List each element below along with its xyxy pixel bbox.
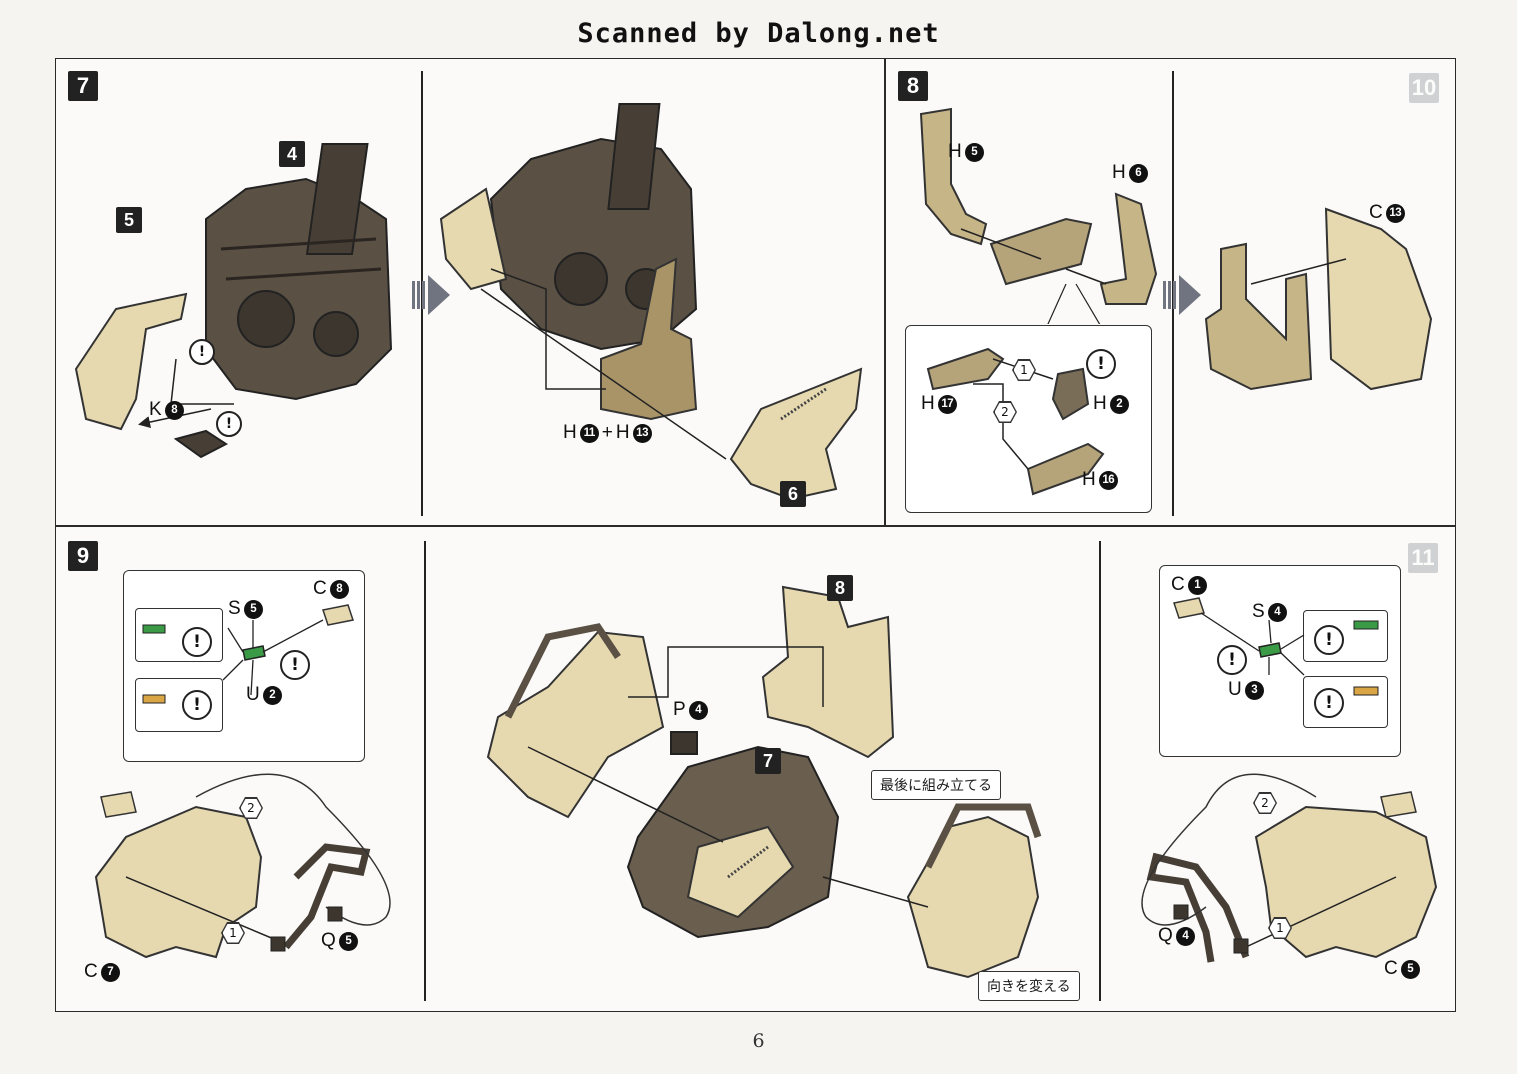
step-9-right-detail-illustration xyxy=(1173,597,1379,696)
note-change-direction: 向きを変える xyxy=(978,971,1080,1001)
part-label-h5: H 5 xyxy=(948,141,984,163)
order-step-1-icon: 1 xyxy=(221,922,245,944)
green-stripe-callout xyxy=(135,608,223,662)
step-7-right-illustration xyxy=(439,103,863,501)
step-8-right-illustration xyxy=(1204,207,1433,391)
part-label-p4: P 4 xyxy=(673,699,708,721)
order-step-1-icon: 1 xyxy=(1012,359,1036,381)
step-9-divider-left xyxy=(424,541,426,1001)
page-number: 6 xyxy=(752,1030,765,1052)
assembly-6-badge: 6 xyxy=(780,481,806,507)
assembly-8-badge: 8 xyxy=(827,575,853,601)
scanner-watermark: Scanned by Dalong.net xyxy=(577,18,940,49)
step-7-left-illustration xyxy=(74,143,393,459)
warning-icon: ! xyxy=(280,650,310,680)
warning-icon: ! xyxy=(1314,688,1344,718)
part-label-q5: Q 5 xyxy=(321,930,358,952)
part-label-h17: H 17 xyxy=(921,393,957,415)
warning-icon: ! xyxy=(1086,349,1116,379)
part-label-h6: H 6 xyxy=(1112,162,1148,184)
step-9-middle-illustration xyxy=(486,585,1042,979)
step-7-panel: 7 4 5 K 8 ! ! xyxy=(55,58,885,526)
note-assemble-last: 最後に組み立てる xyxy=(871,770,1001,800)
step-8-detail-illustration xyxy=(926,347,1105,496)
next-arrow-bar xyxy=(1163,281,1177,309)
step-9-left-detail-illustration xyxy=(142,604,354,704)
ghost-step-10-badge: 10 xyxy=(1409,73,1439,103)
next-arrow-icon xyxy=(1179,275,1201,315)
part-label-h16: H 16 xyxy=(1082,469,1118,491)
part-label-c8: C 8 xyxy=(313,578,349,600)
part-label-c13: C 13 xyxy=(1369,202,1405,224)
order-step-2-icon: 2 xyxy=(1253,792,1277,814)
step-8-panel: 8 10 H 5 H 6 1 2 ! H 17 H 2 H 16 xyxy=(885,58,1456,526)
step-9-left-illustration xyxy=(94,773,391,959)
assembly-5-badge: 5 xyxy=(116,207,142,233)
warning-icon: ! xyxy=(182,690,212,720)
step-8-badge: 8 xyxy=(898,71,928,101)
part-label-c5: C 5 xyxy=(1384,958,1420,980)
step-9-divider-right xyxy=(1099,541,1101,1001)
step-9-panel: 9 11 ! ! ! S 5 C 8 U 2 2 1 C xyxy=(55,526,1456,1012)
step-8-left-illustration xyxy=(919,107,1158,324)
part-label-k8: K 8 xyxy=(149,399,184,421)
step-9-right-illustration xyxy=(1141,773,1438,963)
part-label-h11-h13: H 11 + H 13 xyxy=(563,422,652,444)
warning-icon: ! xyxy=(1217,645,1247,675)
part-label-s5: S 5 xyxy=(228,598,263,620)
warning-icon: ! xyxy=(1314,625,1344,655)
part-label-u2: U 2 xyxy=(246,684,282,706)
part-label-u3: U 3 xyxy=(1228,679,1264,701)
order-step-2-icon: 2 xyxy=(993,401,1017,423)
part-label-c1: C 1 xyxy=(1171,574,1207,596)
step-7-badge: 7 xyxy=(68,71,98,101)
order-step-2-icon: 2 xyxy=(239,797,263,819)
part-label-c7: C 7 xyxy=(84,961,120,983)
assembly-7-badge: 7 xyxy=(755,748,781,774)
order-step-1-icon: 1 xyxy=(1268,917,1292,939)
part-label-s4: S 4 xyxy=(1252,601,1287,623)
warning-icon: ! xyxy=(189,339,215,365)
part-label-q4: Q 4 xyxy=(1158,925,1195,947)
warning-icon: ! xyxy=(182,627,212,657)
warning-icon: ! xyxy=(216,411,242,437)
assembly-4-badge: 4 xyxy=(279,141,305,167)
next-arrow-bar xyxy=(412,281,426,309)
step-9-badge: 9 xyxy=(68,541,98,571)
part-label-h2: H 2 xyxy=(1093,393,1129,415)
next-arrow-icon xyxy=(428,275,450,315)
ghost-step-11-badge: 11 xyxy=(1408,543,1438,573)
